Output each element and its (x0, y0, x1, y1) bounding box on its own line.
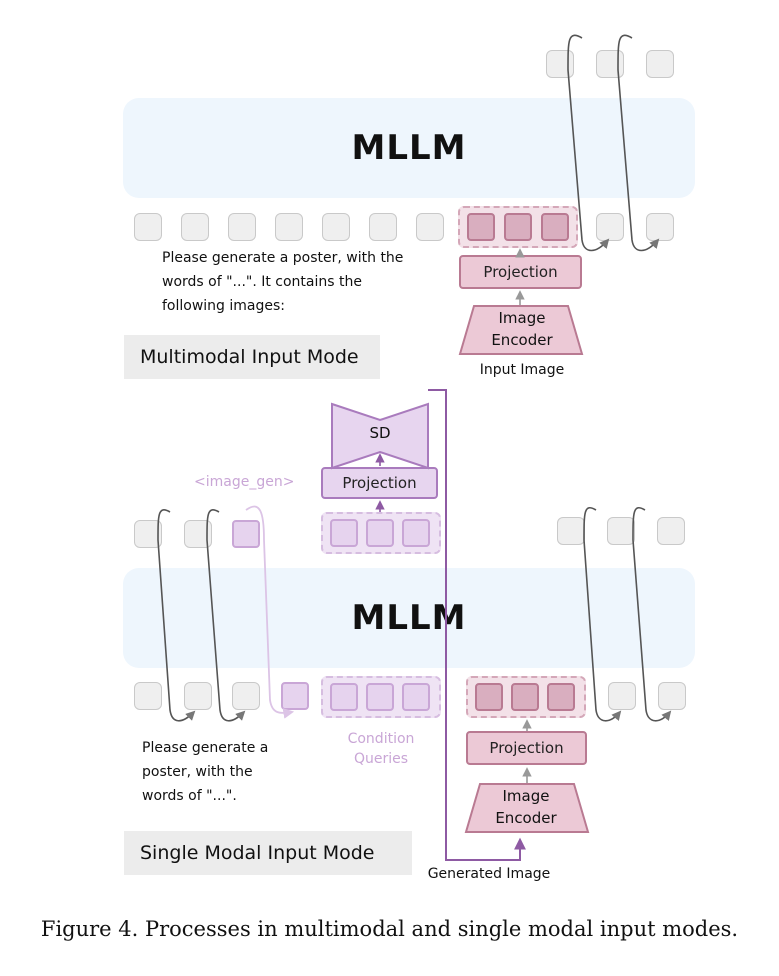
figure-caption: Figure 4. Processes in multimodal and si… (40, 917, 739, 941)
bottom-image-token (475, 683, 503, 711)
top-image-token (504, 213, 532, 241)
image-gen-token (232, 520, 260, 548)
bottom-loop-arrow (632, 507, 672, 722)
top-prompt-text: Please generate a poster, with the words… (162, 246, 412, 318)
bottom-image-token (547, 683, 575, 711)
top-text-token (416, 213, 444, 241)
top-prompt-line: words of "...". It contains the (162, 274, 362, 290)
top-loop-arrow (617, 34, 660, 252)
top-output-token (646, 213, 674, 241)
bottom-mllm-block: MLLM (123, 568, 695, 668)
generated-image-flow (428, 389, 526, 861)
bottom-loop-arrow (583, 507, 622, 722)
bottom-output-token (658, 682, 686, 710)
top-mllm-block: MLLM (123, 98, 695, 198)
image-gen-token-label: <image_gen> (194, 474, 295, 490)
top-output-token (596, 50, 624, 78)
bottom-encoder-label: Image Encoder (495, 787, 557, 827)
bottom-output-token (657, 517, 685, 545)
top-image-token (467, 213, 495, 241)
top-prompt-line: following images: (162, 298, 286, 314)
image-gen-input-token (281, 682, 309, 710)
bottom-image-token (511, 683, 539, 711)
sd-label: SD (369, 424, 391, 442)
bottom-text-token (134, 682, 162, 710)
middle-query-token (402, 519, 430, 547)
bottom-output-token (557, 517, 585, 545)
top-output-token (646, 50, 674, 78)
top-loop-arrow (567, 34, 610, 252)
top-mode-label: Multimodal Input Mode (124, 335, 380, 379)
top-text-token (228, 213, 256, 241)
sd-shape (331, 402, 429, 470)
top-text-token (369, 213, 397, 241)
bottom-output-token (607, 517, 635, 545)
middle-projection-box: Projection (321, 467, 438, 499)
condition-query-token (402, 683, 430, 711)
bottom-encoder-shape (464, 783, 590, 833)
condition-query-token (366, 683, 394, 711)
bottom-text-token (232, 682, 260, 710)
top-input-image-label: Input Image (479, 362, 565, 378)
bottom-prompt-line: words of "...". (142, 788, 237, 804)
condition-queries-label: Condition Queries (347, 731, 415, 767)
top-output-token (596, 213, 624, 241)
top-text-token (322, 213, 350, 241)
middle-query-token (330, 519, 358, 547)
image-gen-loop-arrow (245, 505, 295, 719)
bottom-projection-box: Projection (466, 731, 587, 765)
top-output-token (546, 50, 574, 78)
bottom-output-token (608, 682, 636, 710)
top-text-token (134, 213, 162, 241)
bottom-text-token (184, 682, 212, 710)
bottom-mode-label: Single Modal Input Mode (124, 831, 412, 875)
bottom-prompt-text: Please generate a poster, with the words… (142, 736, 292, 808)
top-text-token (181, 213, 209, 241)
bottom-loop-arrow (157, 509, 196, 722)
top-text-token (275, 213, 303, 241)
bottom-prompt-line: Please generate a (142, 740, 269, 756)
generated-image-label: Generated Image (427, 866, 551, 882)
middle-query-token (366, 519, 394, 547)
top-encoder-label: Image Encoder (491, 309, 553, 349)
bottom-prompt-line: poster, with the (142, 764, 253, 780)
top-prompt-line: Please generate a poster, with the (162, 250, 404, 266)
bottom-loop-arrow (206, 509, 246, 722)
top-encoder-shape (458, 305, 584, 355)
condition-query-token (330, 683, 358, 711)
top-image-token (541, 213, 569, 241)
